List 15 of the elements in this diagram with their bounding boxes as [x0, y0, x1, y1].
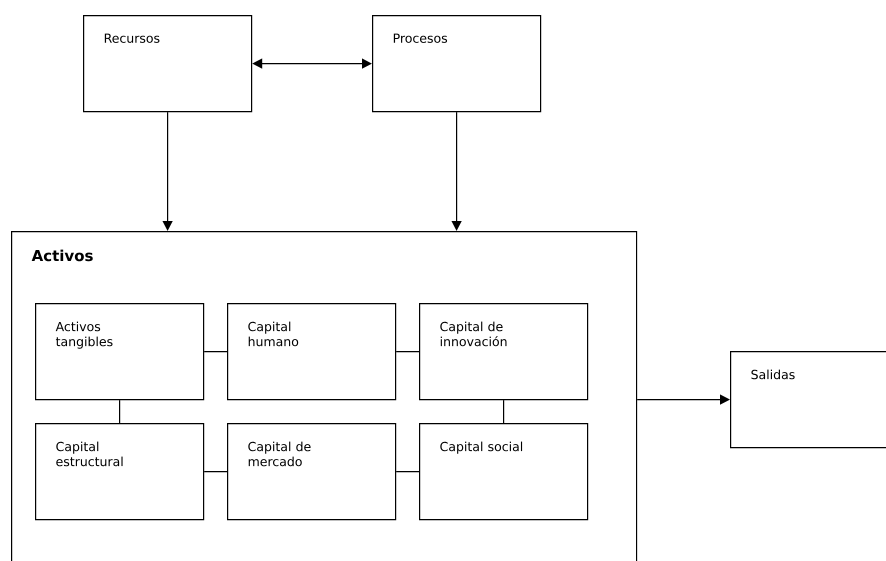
connector-line — [204, 350, 227, 352]
connector-line — [204, 470, 227, 472]
process-box: Capital de innovación — [419, 303, 588, 400]
process-box: Capital de mercado — [227, 423, 396, 520]
connector-line — [503, 400, 504, 423]
process-box: Capital estructural — [35, 423, 204, 520]
process-box: Salidas — [730, 350, 886, 448]
connector-line — [396, 350, 419, 352]
process-box: Activos tangibles — [35, 303, 204, 400]
process-box: Procesos — [372, 15, 542, 112]
connector-line — [396, 470, 419, 472]
process-box: Recursos — [83, 15, 252, 112]
process-box: Capital social — [419, 423, 588, 520]
process-box: Capital humano — [227, 303, 396, 400]
connector-line — [119, 400, 120, 423]
